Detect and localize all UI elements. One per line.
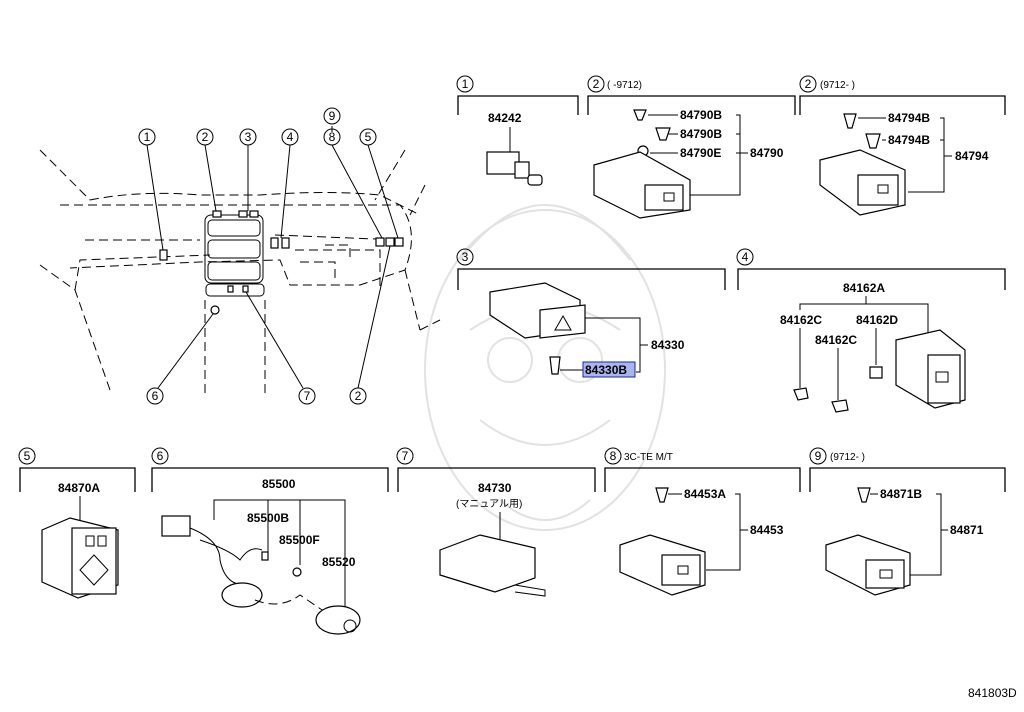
part-number: 84453 — [750, 523, 784, 537]
part-number: 84790B — [680, 108, 722, 122]
callout: 5 — [365, 130, 372, 144]
callout: 9 — [329, 109, 336, 123]
part-number: 84794 — [955, 149, 989, 163]
callout: 3 — [245, 130, 252, 144]
part-number: 84790B — [680, 127, 722, 141]
part-number: 84162C — [815, 333, 857, 347]
section-7: 7 84730 (マニュアル用) — [396, 447, 596, 597]
section-4: 4 84162A 84162C 84162D 84162C — [736, 248, 1006, 413]
part-number: 84794B — [888, 111, 930, 125]
part-number: 84790E — [680, 146, 721, 160]
section-2b: 2 (9712- ) 84794B 84794B 84794 — [799, 75, 1006, 216]
date-range: (9712- ) — [820, 80, 855, 91]
callout: 7 — [304, 389, 311, 403]
part-number: 85520 — [322, 555, 356, 569]
part-number: 85500 — [262, 477, 296, 491]
section-number: 6 — [157, 449, 164, 463]
section-number: 1 — [462, 77, 469, 91]
part-number: 84871B — [880, 487, 922, 501]
section-9: 9 (9712- ) 84871B 84871 — [809, 447, 1006, 596]
section-number: 5 — [24, 449, 31, 463]
callout: 4 — [287, 130, 294, 144]
section-8: 8 3C-TE M/T 84453A 84453 — [604, 447, 801, 596]
part-number: 84870A — [58, 481, 100, 495]
part-number: 84790 — [750, 146, 784, 160]
section-3: 3 84330 84330B — [456, 248, 726, 378]
usage-note: (マニュアル用) — [456, 499, 522, 510]
callout: 2 — [355, 389, 362, 403]
callout: 8 — [329, 130, 336, 144]
highlighted-part-box[interactable] — [582, 361, 636, 378]
section-number: 4 — [742, 250, 749, 264]
section-5: 5 84870A — [18, 447, 136, 599]
part-number: 84794B — [888, 133, 930, 147]
part-number: 84162D — [856, 313, 898, 327]
section-number: 9 — [815, 449, 822, 463]
part-number: 85500F — [279, 533, 320, 547]
callout: 1 — [144, 130, 151, 144]
part-number: 84162C — [780, 313, 822, 327]
part-number: 84242 — [488, 111, 522, 125]
diagram-code: 841803D — [968, 686, 1017, 700]
section-number: 7 — [402, 449, 409, 463]
date-range: ( -9712) — [607, 80, 642, 91]
section-number: 8 — [610, 449, 617, 463]
callout: 6 — [152, 389, 159, 403]
part-number: 84730 — [478, 481, 512, 495]
callout: 2 — [202, 130, 209, 144]
section-1: 1 84242 — [456, 75, 579, 186]
dashboard-overview — [39, 126, 441, 395]
section-2a: 2 ( -9712) 84790B 84790B 84790E 84790 — [587, 75, 796, 219]
part-number: 84453A — [684, 487, 726, 501]
date-range: (9712- ) — [830, 452, 865, 463]
section-number: 3 — [462, 250, 469, 264]
part-number: 84330 — [651, 338, 685, 352]
part-number: 84871 — [950, 523, 984, 537]
variant-note: 3C-TE M/T — [624, 452, 673, 463]
overview-callouts: 1 2 3 4 9 8 5 6 7 2 — [138, 107, 377, 405]
part-number: 85500B — [247, 511, 289, 525]
highlighted-part-number[interactable]: 84330B — [585, 363, 627, 377]
section-6: 6 85500 85500B 85500F 85520 — [151, 447, 389, 635]
section-number: 2 — [593, 77, 600, 91]
part-number: 84162A — [843, 281, 885, 295]
section-number: 2 — [805, 77, 812, 91]
